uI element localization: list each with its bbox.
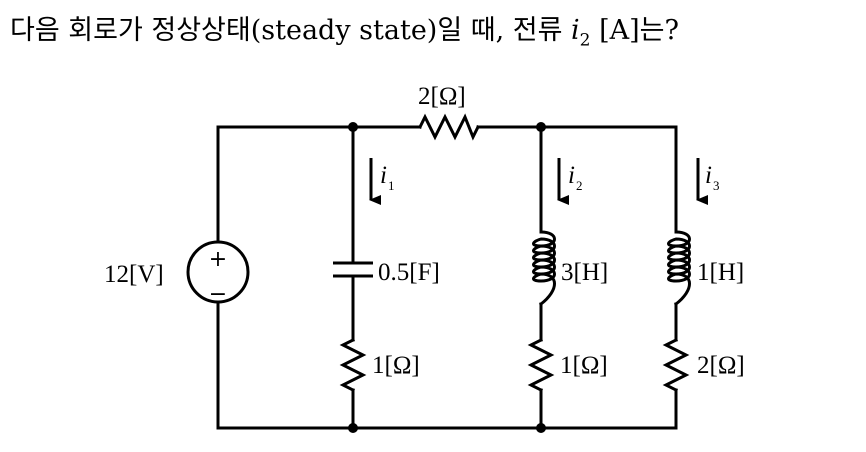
series-resistor-label: 2[Ω] <box>418 83 466 110</box>
question-suffix: [A]는? <box>590 15 679 46</box>
voltage-source: + − <box>186 240 250 307</box>
current-label-i1: i <box>380 162 387 189</box>
junction-top-left <box>348 122 358 132</box>
inductor-right-label: 1[H] <box>697 259 744 286</box>
question-current-var: i <box>571 15 580 46</box>
wire-bottom <box>216 388 678 430</box>
current-label-i3: i <box>705 162 712 189</box>
resistor-mid-label: 1[Ω] <box>560 352 608 379</box>
question-current-sub: 2 <box>579 30 591 51</box>
question-text: 다음 회로가 정상상태(steady state)일 때, 전류 i2 [A]는… <box>10 8 679 50</box>
junction-bottom-left <box>348 423 358 433</box>
resistor-left-label: 1[Ω] <box>372 352 420 379</box>
source-plus: + <box>209 247 227 272</box>
current-label-i2: i <box>568 162 575 189</box>
series-resistor <box>417 113 481 141</box>
question-prefix: 다음 회로가 정상상태(steady state)일 때, 전류 <box>10 15 572 46</box>
capacitor-label: 0.5[F] <box>378 259 440 286</box>
inductor-mid-label: 3[H] <box>561 259 608 286</box>
current-sub-i3: 3 <box>713 178 720 193</box>
junction-top-mid <box>536 122 546 132</box>
resistor-right-label: 2[Ω] <box>697 352 745 379</box>
source-minus: − <box>209 282 227 307</box>
junction-bottom-mid <box>536 423 546 433</box>
source-label: 12[V] <box>104 261 164 288</box>
inductor-right <box>667 230 691 307</box>
resistor-right <box>662 337 690 393</box>
resistor-mid <box>527 337 555 393</box>
current-sub-i2: 2 <box>576 178 583 193</box>
resistor-left <box>339 337 367 393</box>
current-sub-i1: 1 <box>388 178 395 193</box>
inductor-mid <box>532 230 556 307</box>
